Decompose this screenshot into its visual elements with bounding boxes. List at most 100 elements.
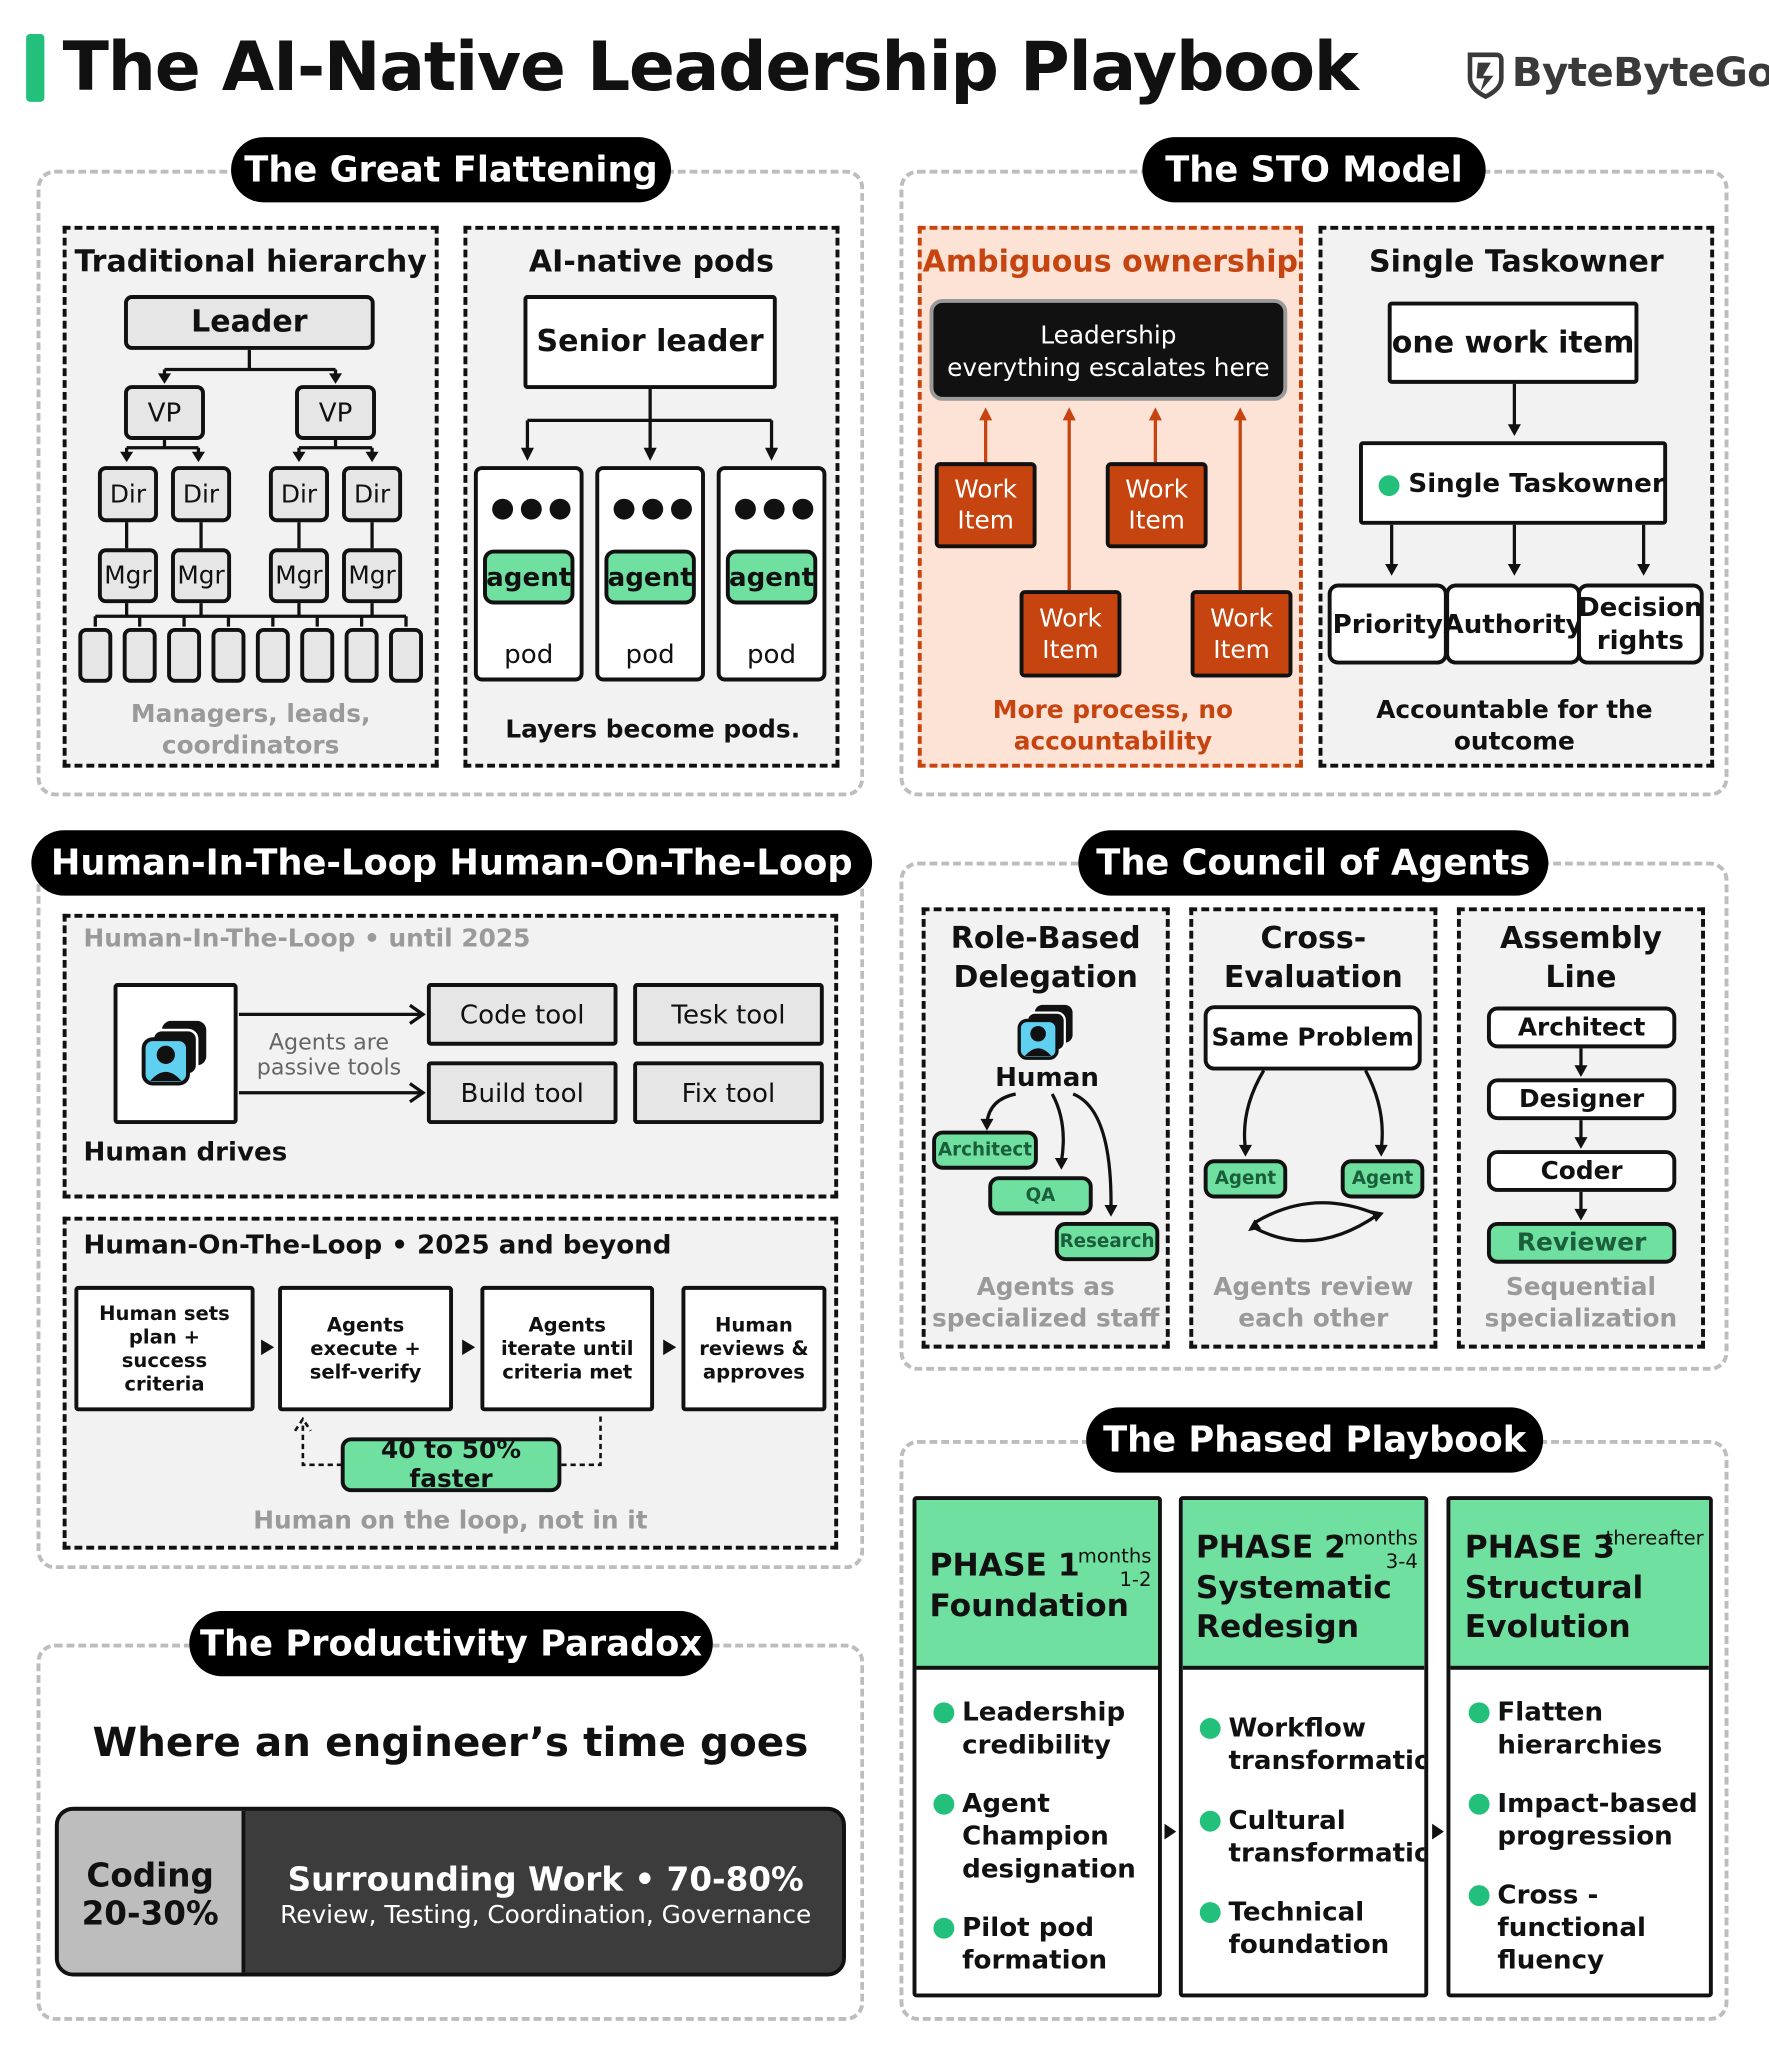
phase-2-label: PHASE 2 <box>1195 1528 1346 1566</box>
pod-card: agent pod <box>595 466 705 682</box>
surrounding-work-title: Surrounding Work • 70-80% <box>287 1859 804 1898</box>
bullet-dot-icon <box>1468 1702 1490 1724</box>
coding-label: Coding <box>86 1855 214 1894</box>
dir-node: Dir <box>268 466 329 523</box>
traditional-caption: Managers, leads, coordinators <box>130 699 371 760</box>
plan-step: Human sets plan + success criteria <box>74 1285 255 1412</box>
phase-3-when: thereafter <box>1605 1526 1704 1550</box>
dir-node: Dir <box>97 466 158 523</box>
phase-3-card: PHASE 3 thereafter Structural Evolution … <box>1446 1496 1713 1998</box>
coding-segment: Coding 20-30% <box>58 1810 246 1973</box>
pod-card: agent pod <box>716 466 827 682</box>
role-based-panel <box>921 907 1170 1349</box>
employee-node <box>300 627 335 683</box>
agent-badge: agent <box>483 549 575 605</box>
qa-role-badge: QA <box>988 1176 1093 1216</box>
phase-2-when: months 3-4 <box>1344 1526 1418 1574</box>
pod-label: pod <box>504 638 554 670</box>
faster-badge: 40 to 50% faster <box>340 1436 562 1493</box>
traditional-hierarchy-title: Traditional hierarchy <box>74 245 427 280</box>
agent-badge: agent <box>725 549 818 605</box>
bullet-dot-icon <box>933 1793 955 1815</box>
pods-caption: Layers become pods. <box>505 715 801 745</box>
work-item-box: Work Item <box>934 462 1037 549</box>
work-item-box: Work Item <box>1019 590 1122 678</box>
on-the-loop-caption: Human on the loop, not in it <box>253 1506 648 1536</box>
bullet-dot-icon <box>1199 1810 1221 1832</box>
dir-node: Dir <box>171 466 232 523</box>
single-taskowner-title: Single Taskowner <box>1368 245 1664 280</box>
bytebytego-logo-icon <box>1465 50 1504 102</box>
phase-1-when: months 1-2 <box>1077 1544 1152 1592</box>
work-item-box: Work Item <box>1105 462 1208 549</box>
code-tool-box: Code tool <box>426 983 618 1046</box>
in-the-loop-title: Human-In-The-Loop • until 2025 <box>83 924 531 954</box>
coder-step: Coder <box>1486 1150 1677 1192</box>
same-problem-box: Same Problem <box>1203 1005 1422 1071</box>
assembly-line-title: Assembly Line <box>1499 921 1662 995</box>
authority-box: Authority <box>1444 583 1583 665</box>
taskowner-label: Single Taskowner <box>1408 467 1665 499</box>
designer-step: Designer <box>1486 1078 1677 1121</box>
work-item-box: Work Item <box>1190 590 1293 678</box>
cross-evaluation-panel <box>1189 907 1438 1349</box>
bullet-dot-icon <box>933 1917 955 1939</box>
priority-box: Priority <box>1327 583 1448 665</box>
role-based-caption: Agents as specialized staff <box>932 1272 1160 1333</box>
more-dots-icon <box>612 498 693 520</box>
brand-name: ByteByteGo <box>1511 49 1769 97</box>
ambiguous-caption: More process, no accountability <box>992 695 1234 756</box>
role-based-title: Role-Based Delegation <box>950 921 1141 995</box>
employee-node <box>78 627 113 683</box>
research-role-badge: Research <box>1054 1221 1160 1262</box>
leader-node: Leader <box>124 295 375 350</box>
build-tool-box: Build tool <box>426 1061 618 1125</box>
phase-1-label: PHASE 1 <box>929 1547 1080 1584</box>
human-drives-label: Human drives <box>83 1135 288 1168</box>
architect-step: Architect <box>1486 1006 1677 1049</box>
senior-leader-node: Senior leader <box>523 295 777 390</box>
employee-node <box>122 627 157 683</box>
tesk-tool-box: Tesk tool <box>633 983 824 1046</box>
council-title: The Council of Agents <box>1078 830 1549 896</box>
flattening-title: The Great Flattening <box>231 137 672 203</box>
leadership-label: Leadership <box>1040 321 1177 350</box>
phase-1-header: PHASE 1 months 1-2 Foundation <box>916 1500 1158 1670</box>
agent-badge: agent <box>604 549 696 605</box>
surrounding-work-detail: Review, Testing, Coordination, Governanc… <box>280 1900 812 1930</box>
ai-pods-title: AI-native pods <box>528 245 774 280</box>
more-dots-icon <box>491 498 572 520</box>
bullet-dot-icon <box>1468 1793 1490 1815</box>
fix-tool-box: Fix tool <box>633 1061 824 1125</box>
phase-3-label: PHASE 3 <box>1464 1528 1615 1566</box>
on-the-loop-title: Human-On-The-Loop • 2025 and beyond <box>83 1228 672 1260</box>
phase-3-name: Structural Evolution <box>1464 1569 1644 1645</box>
employee-node <box>389 627 423 683</box>
single-taskowner-caption: Accountable for the outcome <box>1376 695 1653 756</box>
more-dots-icon <box>734 498 815 520</box>
phase-3-header: PHASE 3 thereafter Structural Evolution <box>1450 1500 1709 1670</box>
time-split-bar: Coding 20-30% Surrounding Work • 70-80% … <box>54 1806 846 1977</box>
agent-badge: Agent <box>1203 1159 1288 1199</box>
bullet-dot-icon <box>933 1702 955 1724</box>
employee-node <box>211 627 246 683</box>
review-step: Human reviews & approves <box>681 1285 827 1412</box>
title-accent-bar <box>26 33 45 102</box>
passive-tools-label: Agents are passive tools <box>256 1030 402 1081</box>
employee-node <box>255 627 290 683</box>
status-dot-icon <box>1378 475 1400 497</box>
iterate-step: Agents iterate until criteria met <box>480 1285 655 1412</box>
mgr-node: Mgr <box>97 548 158 604</box>
vp-node: VP <box>295 385 376 440</box>
bullet-dot-icon <box>1468 1885 1490 1907</box>
employee-node <box>344 627 379 683</box>
human-avatar-box <box>113 983 238 1125</box>
